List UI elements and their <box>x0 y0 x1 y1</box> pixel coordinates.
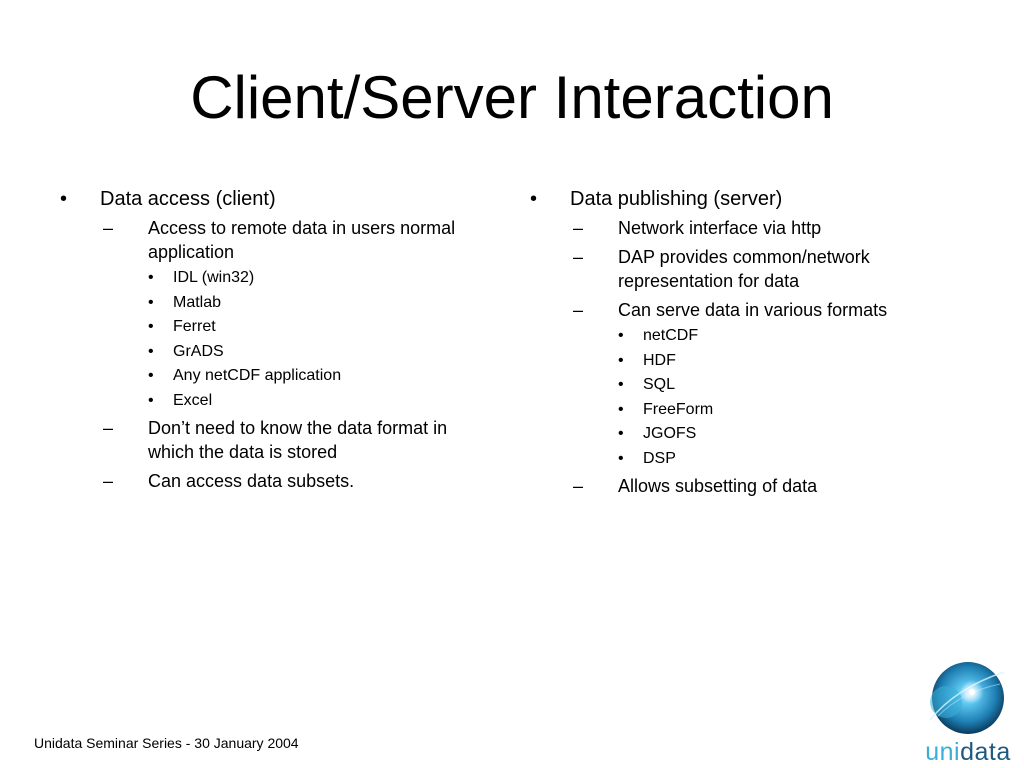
right-column: • Data publishing (server) – Network int… <box>528 186 968 503</box>
sub-item-network: – Network interface via http <box>573 216 968 240</box>
logo-text-uni: uni <box>925 738 961 766</box>
bullet-marker: • <box>148 367 154 385</box>
sub-item-text: DAP provides common/network representati… <box>618 247 870 291</box>
bullet-marker: • <box>60 188 68 210</box>
app-item: • Matlab <box>148 292 498 313</box>
sub-item-text: Network interface via http <box>618 218 822 238</box>
slide-footer: Unidata Seminar Series - 30 January 2004 <box>34 735 299 751</box>
bullet-data-access: • Data access (client) <box>58 186 498 212</box>
format-item-text: HDF <box>643 351 676 369</box>
sub-item-dap: – DAP provides common/network representa… <box>573 245 968 293</box>
dash-marker: – <box>103 218 114 238</box>
sub-item-text: Can serve data in various formats <box>618 300 888 320</box>
logo-text-data: data <box>960 738 1011 766</box>
format-item-text: SQL <box>643 376 676 394</box>
sub-item-text: Can access data subsets. <box>148 470 355 491</box>
app-item-text: Ferret <box>173 318 216 336</box>
bullet-marker: • <box>148 293 154 311</box>
bullet-marker: • <box>618 327 624 344</box>
app-item-text: IDL (win32) <box>173 269 255 286</box>
format-item-text: DSP <box>643 449 676 467</box>
sub-item-subsets: – Can access data subsets. <box>103 469 498 493</box>
dash-marker: – <box>103 417 114 438</box>
bullet-marker: • <box>618 376 624 394</box>
left-column: • Data access (client) – Access to remot… <box>58 186 498 498</box>
app-item-text: GrADS <box>173 342 224 360</box>
format-item: • JGOFS <box>618 423 968 444</box>
bullet-marker: • <box>618 400 624 418</box>
slide-title: Client/Server Interaction <box>190 64 834 131</box>
unidata-logo: unidata <box>916 658 1020 767</box>
bullet-marker: • <box>618 425 624 443</box>
app-item: • GrADS <box>148 341 498 362</box>
format-item: • netCDF <box>618 325 968 346</box>
format-item-text: FreeForm <box>643 400 714 418</box>
app-item: • Any netCDF application <box>148 365 498 386</box>
unidata-globe-icon <box>929 662 1005 734</box>
sub-item-text: Don’t need to know the data format in wh… <box>148 417 448 462</box>
dash-marker: – <box>103 470 114 491</box>
bullet-marker: • <box>618 351 624 369</box>
format-item: • FreeForm <box>618 399 968 420</box>
bullet-marker: • <box>148 342 154 360</box>
logo-text: unidata <box>916 738 1020 767</box>
bullet-marker: • <box>148 391 154 409</box>
bullet-text: Data access (client) <box>100 188 276 210</box>
dash-marker: – <box>573 218 584 238</box>
dash-marker: – <box>573 247 584 267</box>
sub-item-text: Access to remote data in users normal ap… <box>148 218 456 262</box>
format-item-text: JGOFS <box>643 425 697 443</box>
app-item-text: Excel <box>173 391 213 409</box>
sub-item-remote-access: – Access to remote data in users normal … <box>103 216 498 411</box>
bullet-marker: • <box>148 318 154 336</box>
app-item: • Ferret <box>148 316 498 337</box>
format-item: • HDF <box>618 350 968 371</box>
bullet-data-publishing: • Data publishing (server) <box>528 186 968 212</box>
app-item: • IDL (win32) <box>148 267 498 288</box>
bullet-text: Data publishing (server) <box>570 188 783 210</box>
bullet-marker: • <box>530 188 538 210</box>
sub-item-subsetting: – Allows subsetting of data <box>573 474 968 498</box>
format-item: • DSP <box>618 448 968 469</box>
format-item-text: netCDF <box>643 327 699 344</box>
dash-marker: – <box>573 300 584 320</box>
app-item-text: Any netCDF application <box>173 367 342 385</box>
bullet-marker: • <box>618 449 624 467</box>
format-item: • SQL <box>618 374 968 395</box>
sub-item-formats: – Can serve data in various formats • net… <box>573 298 968 469</box>
bullet-marker: • <box>148 269 154 286</box>
app-item: • Excel <box>148 390 498 411</box>
sub-item-format: – Don’t need to know the data format in … <box>103 416 498 464</box>
sub-item-text: Allows subsetting of data <box>618 475 818 496</box>
dash-marker: – <box>573 475 584 496</box>
app-item-text: Matlab <box>173 293 222 311</box>
